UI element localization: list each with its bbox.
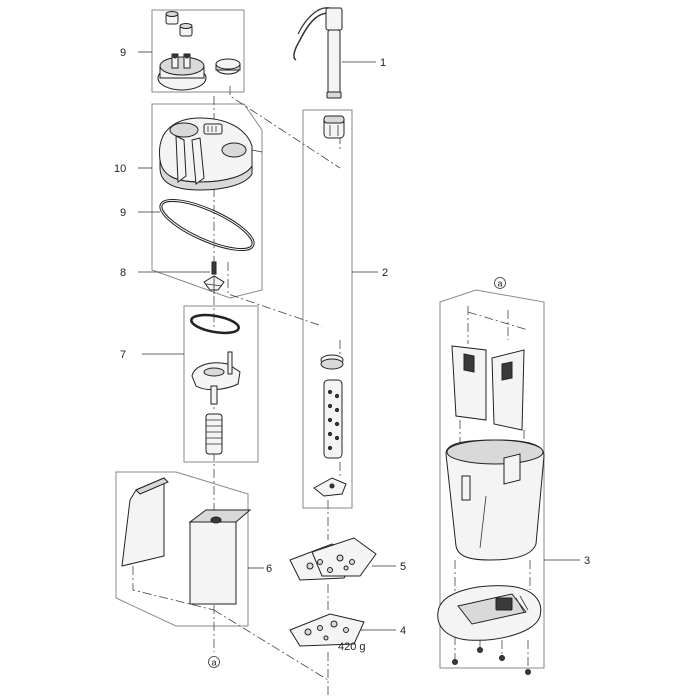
filter-media-bags — [289, 537, 377, 581]
group-box-6 — [115, 471, 249, 627]
filter-media-bag-420g — [289, 613, 365, 647]
ref-marker-bottom: a — [208, 656, 220, 668]
tube-holder-bracket — [313, 477, 347, 497]
assembly-line — [213, 609, 329, 681]
lid-cap-set — [157, 11, 241, 91]
group-box-9-top — [151, 9, 245, 93]
svg-text:a: a — [497, 279, 502, 289]
callout-9-seal: 9 — [120, 207, 126, 219]
filter-pads — [451, 345, 525, 431]
callout-9-top: 9 — [120, 47, 126, 59]
callout-7: 7 — [120, 349, 126, 361]
filter-container — [445, 439, 545, 561]
base-screws — [452, 647, 531, 675]
callout-10: 10 — [114, 163, 126, 175]
assembly-line — [229, 86, 341, 169]
callout-5: 5 — [400, 561, 406, 573]
callout-4: 4 — [400, 625, 406, 637]
assembly-line — [227, 262, 323, 327]
assembly-line — [132, 566, 215, 611]
pump-head — [159, 117, 263, 191]
callout-8: 8 — [120, 267, 126, 279]
weight-label: 420 g — [338, 641, 366, 653]
group-box-7 — [183, 305, 259, 463]
pump-housing-set — [190, 313, 241, 455]
callout-2: 2 — [382, 267, 388, 279]
heater-rod — [293, 7, 343, 99]
foam-filter-blocks — [121, 477, 252, 605]
container-base — [437, 585, 542, 641]
group-box-2 — [302, 109, 353, 509]
callout-1: 1 — [380, 57, 386, 69]
sealing-ring-oval — [159, 198, 255, 252]
callout-6: 6 — [266, 563, 272, 575]
group-box-10 — [151, 103, 263, 299]
perforated-intake-tube — [323, 379, 343, 459]
svg-text:a: a — [211, 658, 216, 668]
tube-ring-clamp — [320, 354, 344, 370]
assembly-line — [467, 311, 529, 331]
callout-3: 3 — [584, 555, 590, 567]
impeller — [203, 261, 225, 294]
ref-marker-top: a — [494, 277, 506, 289]
heater-clip — [323, 115, 345, 139]
